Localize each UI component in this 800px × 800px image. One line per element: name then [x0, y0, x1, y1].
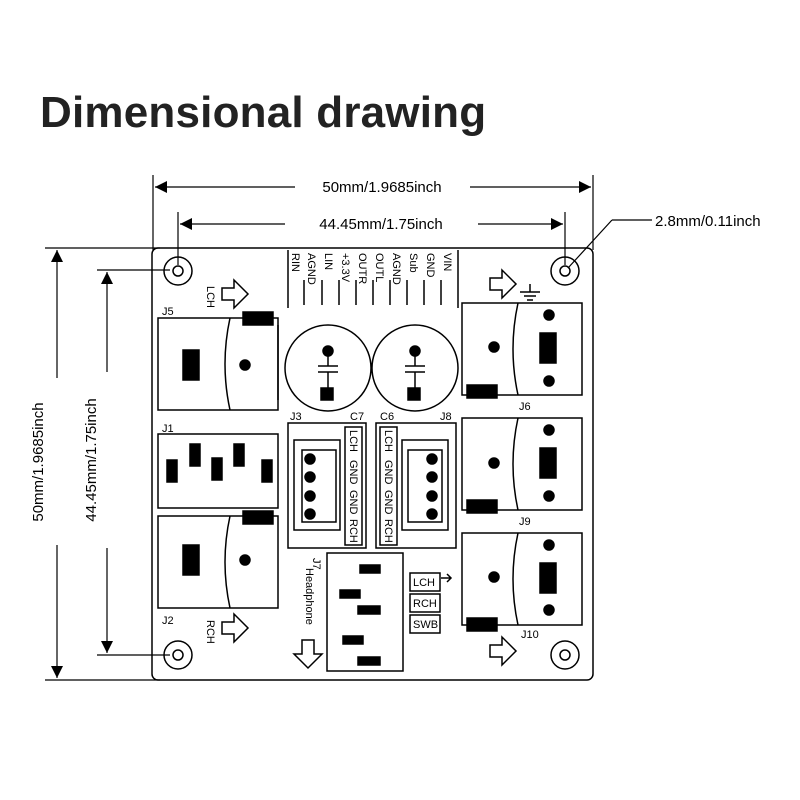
jack-j2-icon [157, 510, 279, 609]
pin-label: RCH [382, 519, 394, 543]
mounting-hole-icon [550, 640, 580, 670]
c6-label: C6 [380, 411, 394, 423]
j5-label: J5 [162, 306, 174, 318]
page-title: Dimensional drawing [40, 88, 487, 137]
j8-pin-labels: LCH GND GND RCH [382, 430, 394, 543]
connector-j8-icon [375, 422, 457, 549]
jack-j1-icon [157, 433, 279, 509]
hole-diameter-label: 2.8mm/0.11inch [655, 213, 761, 230]
pin-label: +3.3V [339, 253, 351, 283]
pin-label: OUTR [356, 253, 368, 284]
pin-label: RCH [347, 519, 359, 543]
pin-label: GND [347, 490, 359, 515]
switch-label: LCH [413, 577, 435, 589]
outer-height-label: 50mm/1.9685inch [30, 402, 47, 521]
pcb-board [151, 247, 594, 681]
c7-label: C7 [350, 411, 364, 423]
pin-label: GND [347, 460, 359, 485]
mounting-hole-icon [163, 640, 193, 670]
capacitor-c7-icon [284, 324, 372, 412]
j6-label: J6 [519, 401, 531, 413]
mounting-hole-icon [550, 256, 580, 286]
top-pin-labels: RIN AGND LIN +3.3V OUTR OUTL AGND Sub GN… [289, 253, 453, 285]
pin-label: OUTL [373, 253, 385, 282]
pin-label: GND [424, 253, 436, 278]
pin-label: VIN [441, 253, 453, 271]
pin-label: LIN [322, 253, 334, 270]
dimension-lines [45, 175, 652, 681]
arrow-right-icon [489, 268, 518, 300]
pin-label: AGND [305, 253, 317, 285]
lch-arrow-label: LCH [204, 286, 216, 308]
j3-pin-labels: LCH GND GND RCH [347, 430, 359, 543]
pin-label: Sub [407, 253, 419, 273]
inner-width-label: 44.45mm/1.75inch [319, 216, 442, 233]
connector-j3-icon [287, 422, 367, 549]
jack-j6-icon [461, 302, 583, 399]
switch-label: RCH [413, 598, 437, 610]
switch-label: SWB [413, 619, 438, 631]
jack-j5-icon [157, 311, 279, 411]
pin-label: GND [382, 490, 394, 515]
j9-label: J9 [519, 516, 531, 528]
pin-label: LCH [382, 430, 394, 452]
pin-label: RIN [289, 253, 301, 272]
arrow-down-icon [292, 639, 324, 670]
j10-label: J10 [521, 629, 539, 641]
j3-label: J3 [290, 411, 302, 423]
pin-label: AGND [390, 253, 402, 285]
rch-arrow-label: RCH [204, 620, 216, 644]
arrow-right-icon [221, 278, 250, 310]
ground-symbol-icon [520, 284, 540, 301]
capacitor-c6-icon [371, 324, 459, 412]
j2-label: J2 [162, 615, 174, 627]
headphone-jack-j7-icon [326, 552, 404, 672]
j8-label: J8 [440, 411, 452, 423]
j7-label: J7 [310, 558, 322, 570]
arrow-right-icon [221, 612, 250, 644]
headphone-label: Headphone [303, 568, 315, 625]
jack-j9-icon [461, 417, 583, 514]
pin-label: GND [382, 460, 394, 485]
jack-j10-icon [461, 532, 583, 632]
inner-height-label: 44.45mm/1.75inch [83, 398, 100, 521]
mounting-hole-icon [163, 256, 193, 286]
j1-label: J1 [162, 423, 174, 435]
arrow-right-icon [489, 635, 518, 667]
pin-label: LCH [347, 430, 359, 452]
outer-width-label: 50mm/1.9685inch [322, 179, 441, 196]
